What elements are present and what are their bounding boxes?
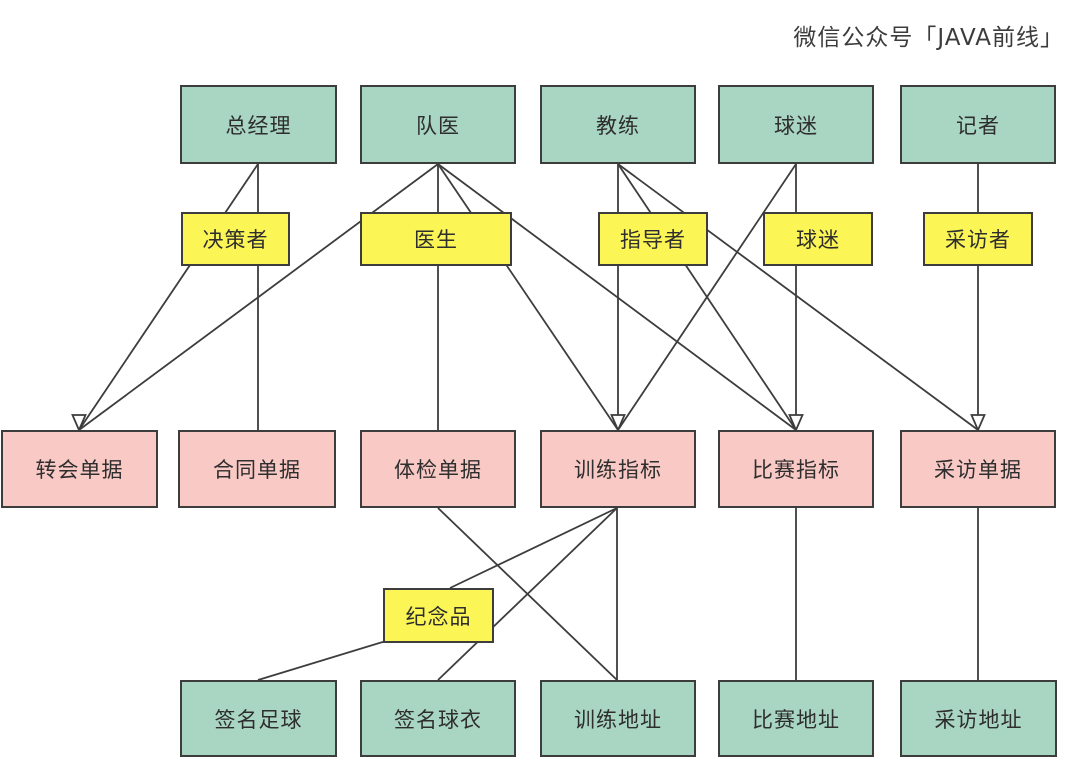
node-role-instructor: 指导者 <box>598 212 708 266</box>
node-label: 球迷 <box>796 228 840 252</box>
node-label: 签名球衣 <box>394 707 482 732</box>
edge-training-metrics-signed-jersey <box>437 507 618 681</box>
node-label: 指导者 <box>620 228 686 252</box>
node-resource-interview-docs: 采访单据 <box>900 430 1056 508</box>
node-label: 总经理 <box>225 113 292 138</box>
node-deliverable-signed-jersey: 签名球衣 <box>360 680 516 757</box>
node-deliverable-signed-football: 签名足球 <box>180 680 337 757</box>
edge-team-doctor-training-metrics <box>437 163 619 431</box>
node-label: 体检单据 <box>394 458 482 482</box>
node-label: 采访者 <box>945 228 1011 252</box>
edge-souvenir-signed-football <box>257 640 387 681</box>
edge-coach-interview-docs <box>617 163 979 431</box>
node-label: 签名足球 <box>214 707 303 732</box>
node-label: 医生 <box>414 228 458 252</box>
arrowhead-match-metrics <box>788 414 804 433</box>
node-role-fan: 球迷 <box>763 212 873 266</box>
node-deliverable-interview-address: 采访地址 <box>900 680 1057 757</box>
edge-team-doctor-match-metrics <box>437 163 797 431</box>
node-resource-contract-docs: 合同单据 <box>178 430 336 508</box>
node-souvenir: 纪念品 <box>383 588 494 643</box>
node-resource-match-metrics: 比赛指标 <box>718 430 874 508</box>
node-resource-training-metrics: 训练指标 <box>540 430 696 508</box>
node-deliverable-training-address: 训练地址 <box>540 680 696 757</box>
edge-fan-training-metrics <box>617 163 797 431</box>
node-actor-general-manager: 总经理 <box>180 85 337 164</box>
arrowhead-interview-docs <box>970 414 986 433</box>
node-role-decision-maker: 决策者 <box>181 212 290 266</box>
node-label: 比赛指标 <box>752 458 840 482</box>
watermark-text: 微信公众号「JAVA前线」 <box>793 25 1064 51</box>
node-label: 决策者 <box>202 228 269 252</box>
node-actor-reporter: 记者 <box>900 85 1056 164</box>
node-label: 队医 <box>416 113 460 138</box>
node-role-interviewer: 采访者 <box>923 212 1033 266</box>
arrowhead-training-metrics <box>610 414 626 433</box>
node-actor-coach: 教练 <box>540 85 696 164</box>
node-label: 合同单据 <box>213 458 301 482</box>
node-label: 记者 <box>956 113 1000 138</box>
node-actor-fan: 球迷 <box>718 85 874 164</box>
edge-training-metrics-souvenir <box>449 507 618 589</box>
node-actor-team-doctor: 队医 <box>360 85 516 164</box>
edge-team-doctor-transfer-docs <box>78 163 439 431</box>
node-role-doctor: 医生 <box>360 212 512 266</box>
node-label: 训练指标 <box>574 458 662 482</box>
node-label: 训练地址 <box>574 707 662 732</box>
node-deliverable-match-address: 比赛地址 <box>718 680 874 757</box>
node-label: 球迷 <box>774 113 818 138</box>
node-label: 转会单据 <box>35 458 124 482</box>
node-label: 采访单据 <box>934 458 1022 482</box>
arrowhead-transfer-docs <box>71 414 87 433</box>
node-label: 教练 <box>596 113 640 138</box>
node-label: 采访地址 <box>934 707 1023 732</box>
edge-general-manager-transfer-docs <box>78 163 259 431</box>
node-resource-physical-exam-docs: 体检单据 <box>360 430 516 508</box>
node-label: 比赛地址 <box>752 707 840 732</box>
node-label: 纪念品 <box>405 604 472 629</box>
node-resource-transfer-docs: 转会单据 <box>1 430 158 508</box>
